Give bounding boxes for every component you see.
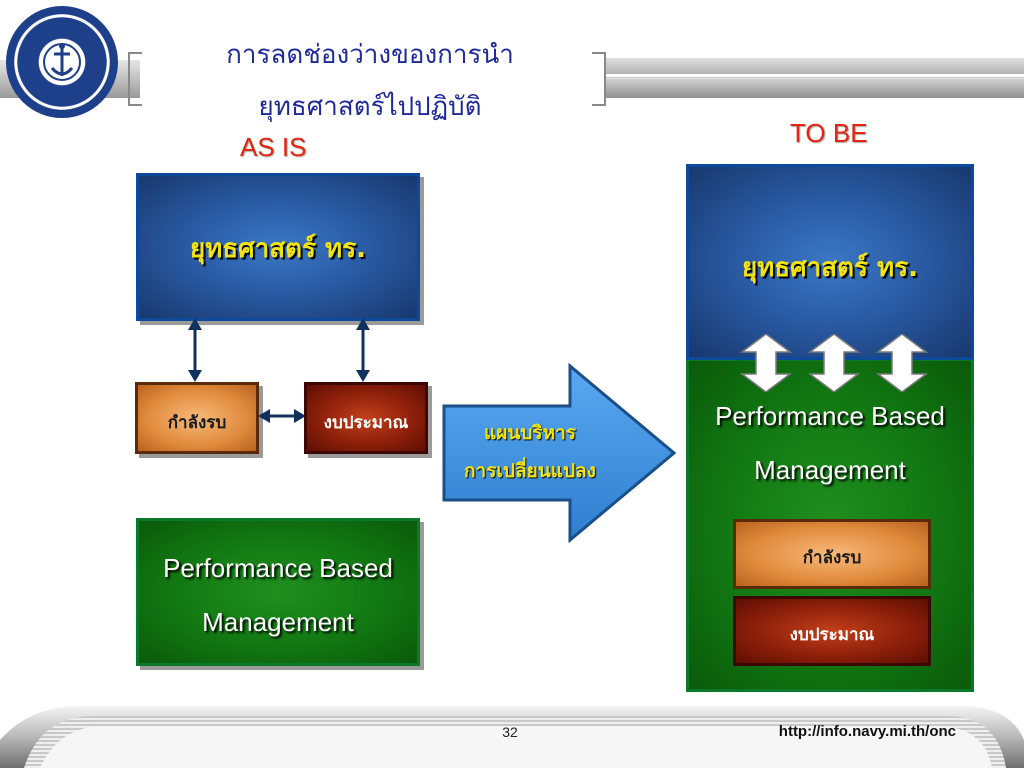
slide-title-line2: ยุทธศาสตร์ไปปฏิบัติ [258, 92, 482, 122]
as-is-strategy-text: ยุทธศาสตร์ ทร. [189, 234, 367, 264]
transition-arrow [442, 362, 677, 544]
header-bar-right [606, 58, 1024, 98]
to-be-force-box: กำลังรบ [733, 519, 931, 589]
as-is-budget-text: งบประมาณ [323, 413, 409, 433]
title-bracket-right [592, 52, 606, 106]
navy-seal-logo [6, 6, 118, 118]
as-is-pbm-line2: Management [202, 607, 354, 637]
page-number: 32 [502, 724, 518, 740]
as-is-force-link-arrow [188, 318, 202, 382]
to-be-label: TO BE [790, 118, 868, 148]
to-be-strategy-text: ยุทธศาสตร์ ทร. [741, 253, 919, 283]
to-be-pbm-line1: Performance Based [715, 401, 945, 431]
as-is-strategy-box: ยุทธศาสตร์ ทร. [136, 173, 420, 321]
as-is-force-text: กำลังรบ [167, 413, 227, 433]
to-be-budget-box: งบประมาณ [733, 596, 931, 666]
to-be-strategy-box: ยุทธศาสตร์ ทร. [686, 164, 974, 360]
to-be-force-text: กำลังรบ [802, 548, 862, 568]
as-is-label: AS IS [240, 132, 307, 162]
transition-text-line2: การเปลี่ยนแปลง [464, 460, 596, 482]
transition-text-line1: แผนบริหาร [483, 422, 577, 444]
footer-url[interactable]: http://info.navy.mi.th/onc [778, 723, 956, 740]
slide-title-line1: การลดช่องว่างของการนำ [226, 40, 514, 70]
as-is-force-box: กำลังรบ [135, 382, 259, 454]
as-is-budget-link-arrow [356, 318, 370, 382]
as-is-pbm-box: Performance Based Management [136, 518, 420, 666]
title-bracket-left [128, 52, 142, 106]
force-budget-link-arrow [258, 409, 306, 423]
to-be-budget-text: งบประมาณ [789, 625, 875, 645]
to-be-link-arrows [739, 334, 929, 392]
to-be-pbm-line2: Management [754, 455, 906, 485]
footer-decoration [0, 706, 1024, 768]
as-is-budget-box: งบประมาณ [304, 382, 428, 454]
as-is-pbm-line1: Performance Based [163, 553, 393, 583]
